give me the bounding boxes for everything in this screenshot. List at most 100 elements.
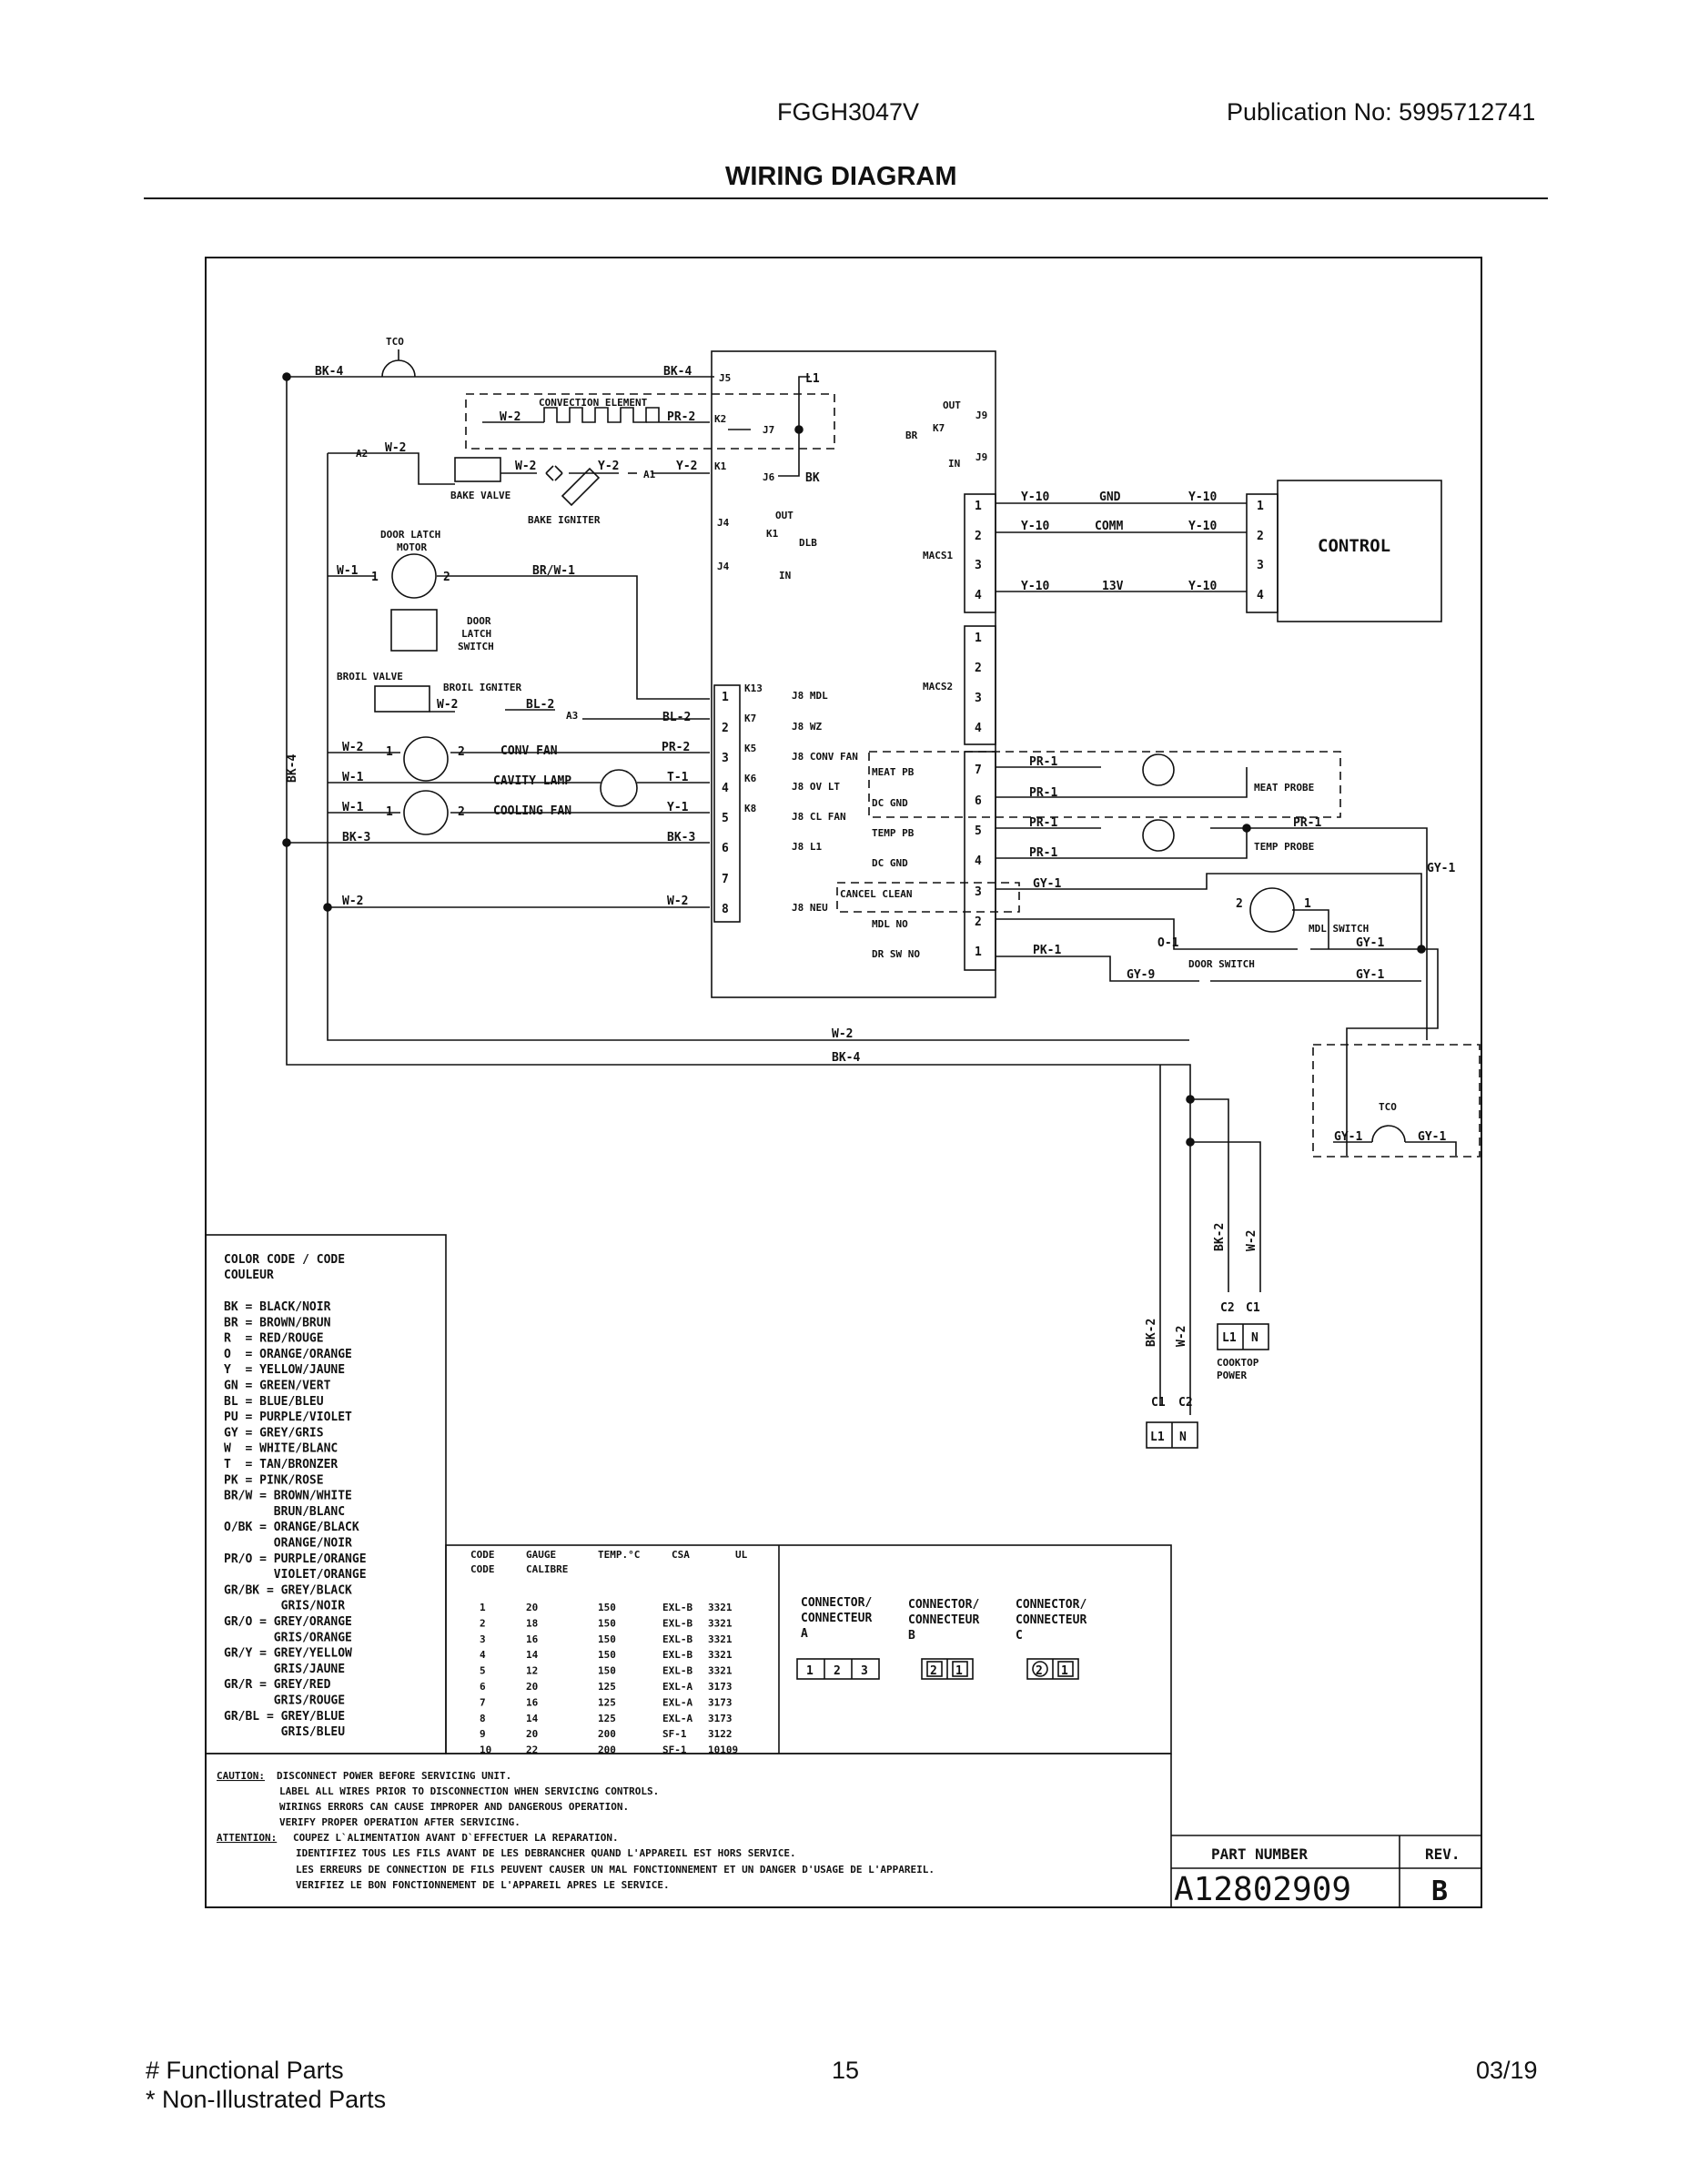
terminal-j7: J7 — [763, 424, 774, 436]
wire-label: GY-1 — [1356, 936, 1384, 950]
gauge-cell: EXL-B — [662, 1665, 692, 1677]
gauge-cell: EXL-B — [662, 1602, 692, 1613]
pin-j2: 3 — [975, 885, 982, 899]
gauge-cell: EXL-A — [662, 1681, 692, 1693]
color-code-entry: O = ORANGE/ORANGE — [224, 1348, 352, 1361]
gauge-cell: 8 — [480, 1713, 486, 1724]
door-latch-motor-label: MOTOR — [397, 541, 427, 553]
gauge-cell: 4 — [480, 1649, 486, 1661]
wire-label: GND — [1099, 490, 1121, 504]
wire-label: PK-1 — [1033, 944, 1061, 957]
wire-label: W-2 — [437, 698, 458, 712]
j2-label: MDL NO — [872, 918, 908, 930]
wire-label: BK-2 — [1145, 1319, 1158, 1347]
gauge-cell: 10109 — [708, 1744, 738, 1756]
connector-c-title: C — [1016, 1629, 1023, 1643]
gauge-cell: 20 — [526, 1728, 538, 1740]
j2-label: DC GND — [872, 797, 908, 809]
broil-igniter-label: BROIL IGNITER — [443, 682, 521, 693]
pin-left: 8 — [722, 903, 729, 916]
color-code-entry: O/BK = ORANGE/BLACK — [224, 1521, 359, 1534]
main-pin: L1 — [1150, 1431, 1165, 1444]
macs2-label: MACS2 — [923, 681, 953, 693]
wire-label: L1 — [805, 372, 820, 386]
gauge-cell: 14 — [526, 1713, 539, 1724]
footer-date: 03/19 — [1476, 2057, 1538, 2084]
wire-label: GY-1 — [1033, 877, 1061, 891]
gauge-table: CODE GAUGE TEMP.°C CSA UL CODE CALIBRE 1… — [470, 1549, 748, 1756]
wire-label: BK-4 — [663, 365, 692, 379]
br-label: BR — [905, 430, 918, 441]
cooktop-pin: L1 — [1222, 1331, 1237, 1345]
door-latch-switch-label: SWITCH — [458, 641, 494, 652]
attention-label: ATTENTION: — [217, 1832, 277, 1844]
terminal-j8: J8 MDL — [792, 690, 828, 702]
door-switch-label: DOOR SWITCH — [1188, 958, 1255, 970]
relay-label: K7 — [933, 422, 945, 434]
wire-label: BK-4 — [315, 365, 343, 379]
relay-label: K6 — [744, 773, 757, 784]
pin-macs: 3 — [975, 692, 982, 705]
cooktop-pin: C1 — [1246, 1301, 1260, 1315]
gauge-cell: 9 — [480, 1728, 486, 1740]
j2-label: DC GND — [872, 857, 908, 869]
color-code-entry: VIOLET/ORANGE — [224, 1568, 367, 1582]
door-latch-switch-label: LATCH — [461, 628, 491, 640]
connector-c-title: CONNECTEUR — [1016, 1613, 1087, 1627]
conv-fan-label: CONV FAN — [500, 744, 558, 758]
connector-b-pin: 2 — [930, 1664, 937, 1678]
connector-b-title: CONNECTOR/ — [908, 1598, 979, 1612]
bake-igniter-label: BAKE IGNITER — [528, 514, 601, 526]
gauge-header: UL — [735, 1549, 748, 1561]
attention-line: VERIFIEZ LE BON FONCTIONNEMENT DE L'APPA… — [296, 1879, 670, 1891]
gauge-header: GAUGE — [526, 1549, 556, 1561]
color-code-entry: PU = PURPLE/VIOLET — [224, 1410, 352, 1424]
connector-a-title: CONNECTOR/ — [801, 1596, 872, 1610]
footer-functional-parts: # Functional Parts — [146, 2057, 344, 2084]
gauge-cell: 10 — [480, 1744, 491, 1756]
color-code-entry: ORANGE/NOIR — [224, 1537, 352, 1551]
legend-boxes — [205, 1234, 1481, 1907]
color-code-entry: GRIS/ROUGE — [224, 1694, 345, 1708]
header-rule — [144, 197, 1548, 199]
out-label: OUT — [943, 399, 961, 411]
gauge-cell: 150 — [598, 1665, 616, 1677]
pin-macs: 2 — [975, 662, 982, 675]
color-code-entry: PK = PINK/ROSE — [224, 1473, 324, 1487]
pin-j2: 1 — [975, 945, 982, 959]
connector-a-pin: 2 — [834, 1664, 841, 1678]
in-label: IN — [948, 458, 960, 470]
color-code-title: COULEUR — [224, 1269, 274, 1282]
color-code-entry: W = WHITE/BLANC — [224, 1442, 338, 1456]
gauge-cell: 16 — [526, 1633, 539, 1645]
control-label: CONTROL — [1318, 536, 1390, 556]
gauge-cell: 7 — [480, 1696, 486, 1708]
wire-label: BL-2 — [662, 711, 691, 724]
wire-label: GY-1 — [1356, 968, 1384, 982]
wire-labels: BK-4 BK-4 W-2 PR-2 W-2 Y-2 Y-2 BK L1 W-2… — [286, 365, 1455, 1347]
wires — [282, 349, 1481, 1449]
meat-probe-label: MEAT PROBE — [1254, 782, 1314, 794]
relay-label: K7 — [744, 713, 756, 724]
color-code-entry: GR/R = GREY/RED — [224, 1678, 331, 1692]
terminal-j4: J4 — [717, 561, 730, 572]
wire-label: BL-2 — [526, 698, 554, 712]
connector-a-pin: 1 — [806, 1664, 814, 1678]
cooktop-power-label: POWER — [1217, 1370, 1247, 1381]
wire-label: BK-4 — [832, 1051, 860, 1065]
gauge-cell: 20 — [526, 1602, 538, 1613]
wire-label: PR-1 — [1029, 755, 1057, 769]
motor-pin: 2 — [458, 805, 465, 819]
pin-left: 4 — [722, 782, 729, 795]
pin-macs: 2 — [975, 530, 982, 543]
color-code-entry: GY = GREY/GRIS — [224, 1426, 324, 1440]
pin-macs: 4 — [975, 722, 982, 735]
color-code-entry: GR/BL = GREY/BLUE — [224, 1710, 345, 1724]
pin-macs: 1 — [975, 632, 982, 645]
gauge-cell: 150 — [598, 1633, 616, 1645]
motor-pin: 1 — [386, 745, 393, 759]
relay-label: K1 — [766, 528, 779, 540]
rev-label: REV. — [1425, 1845, 1461, 1863]
color-code-entry: GR/Y = GREY/YELLOW — [224, 1647, 352, 1661]
